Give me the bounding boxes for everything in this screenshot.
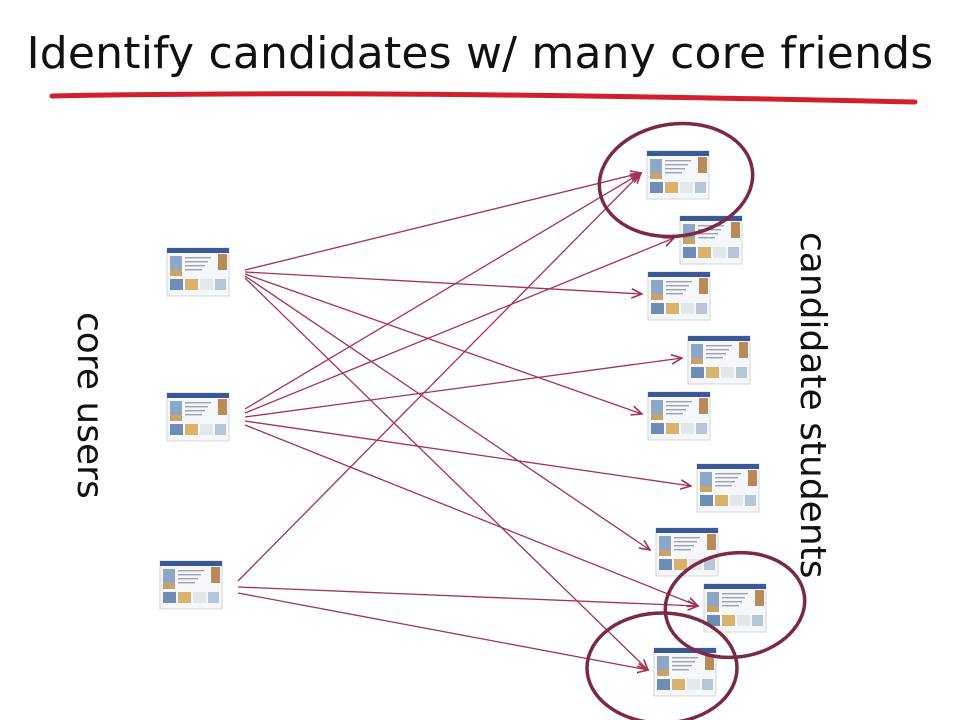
candidate-thumbnail-8 (703, 583, 767, 633)
friend-edge-core-2-cand-8 (244, 424, 698, 606)
friend-edge-core-2-cand-6 (244, 420, 691, 486)
friend-edge-core-2-cand-1 (244, 173, 641, 410)
friend-edge-core-3-cand-1 (237, 173, 641, 582)
candidate-thumbnail-6 (696, 463, 760, 513)
candidate-thumbnail-4 (687, 335, 751, 385)
friend-edge-core-1-cand-9 (244, 277, 648, 670)
candidate-thumbnail-2 (679, 215, 743, 265)
candidate-thumbnail-1 (646, 150, 710, 200)
candidate-thumbnail-5 (647, 391, 711, 441)
core-user-thumbnail-1 (166, 247, 230, 297)
candidate-thumbnail-3 (647, 271, 711, 321)
friend-edge-core-1-cand-3 (244, 271, 642, 294)
core-user-thumbnail-3 (159, 560, 223, 610)
core-users-label: core users (69, 312, 110, 499)
friend-edge-core-2-cand-2 (244, 238, 674, 414)
friend-edge-core-3-cand-9 (237, 592, 648, 670)
slide-title: Identify candidates w/ many core friends (26, 28, 934, 79)
friend-edge-core-2-cand-4 (244, 358, 682, 418)
friend-edge-core-1-cand-5 (244, 273, 642, 414)
friend-edge-core-1-cand-7 (244, 275, 650, 550)
highlight-circle-cand-9 (585, 611, 739, 720)
core-user-thumbnail-2 (166, 392, 230, 442)
candidate-students-label: candidate students (792, 232, 833, 579)
friend-edge-core-1-cand-1 (244, 173, 641, 271)
edges (237, 173, 698, 670)
highlight-circle-cand-1 (597, 121, 755, 239)
friend-edge-core-3-cand-8 (237, 586, 698, 606)
